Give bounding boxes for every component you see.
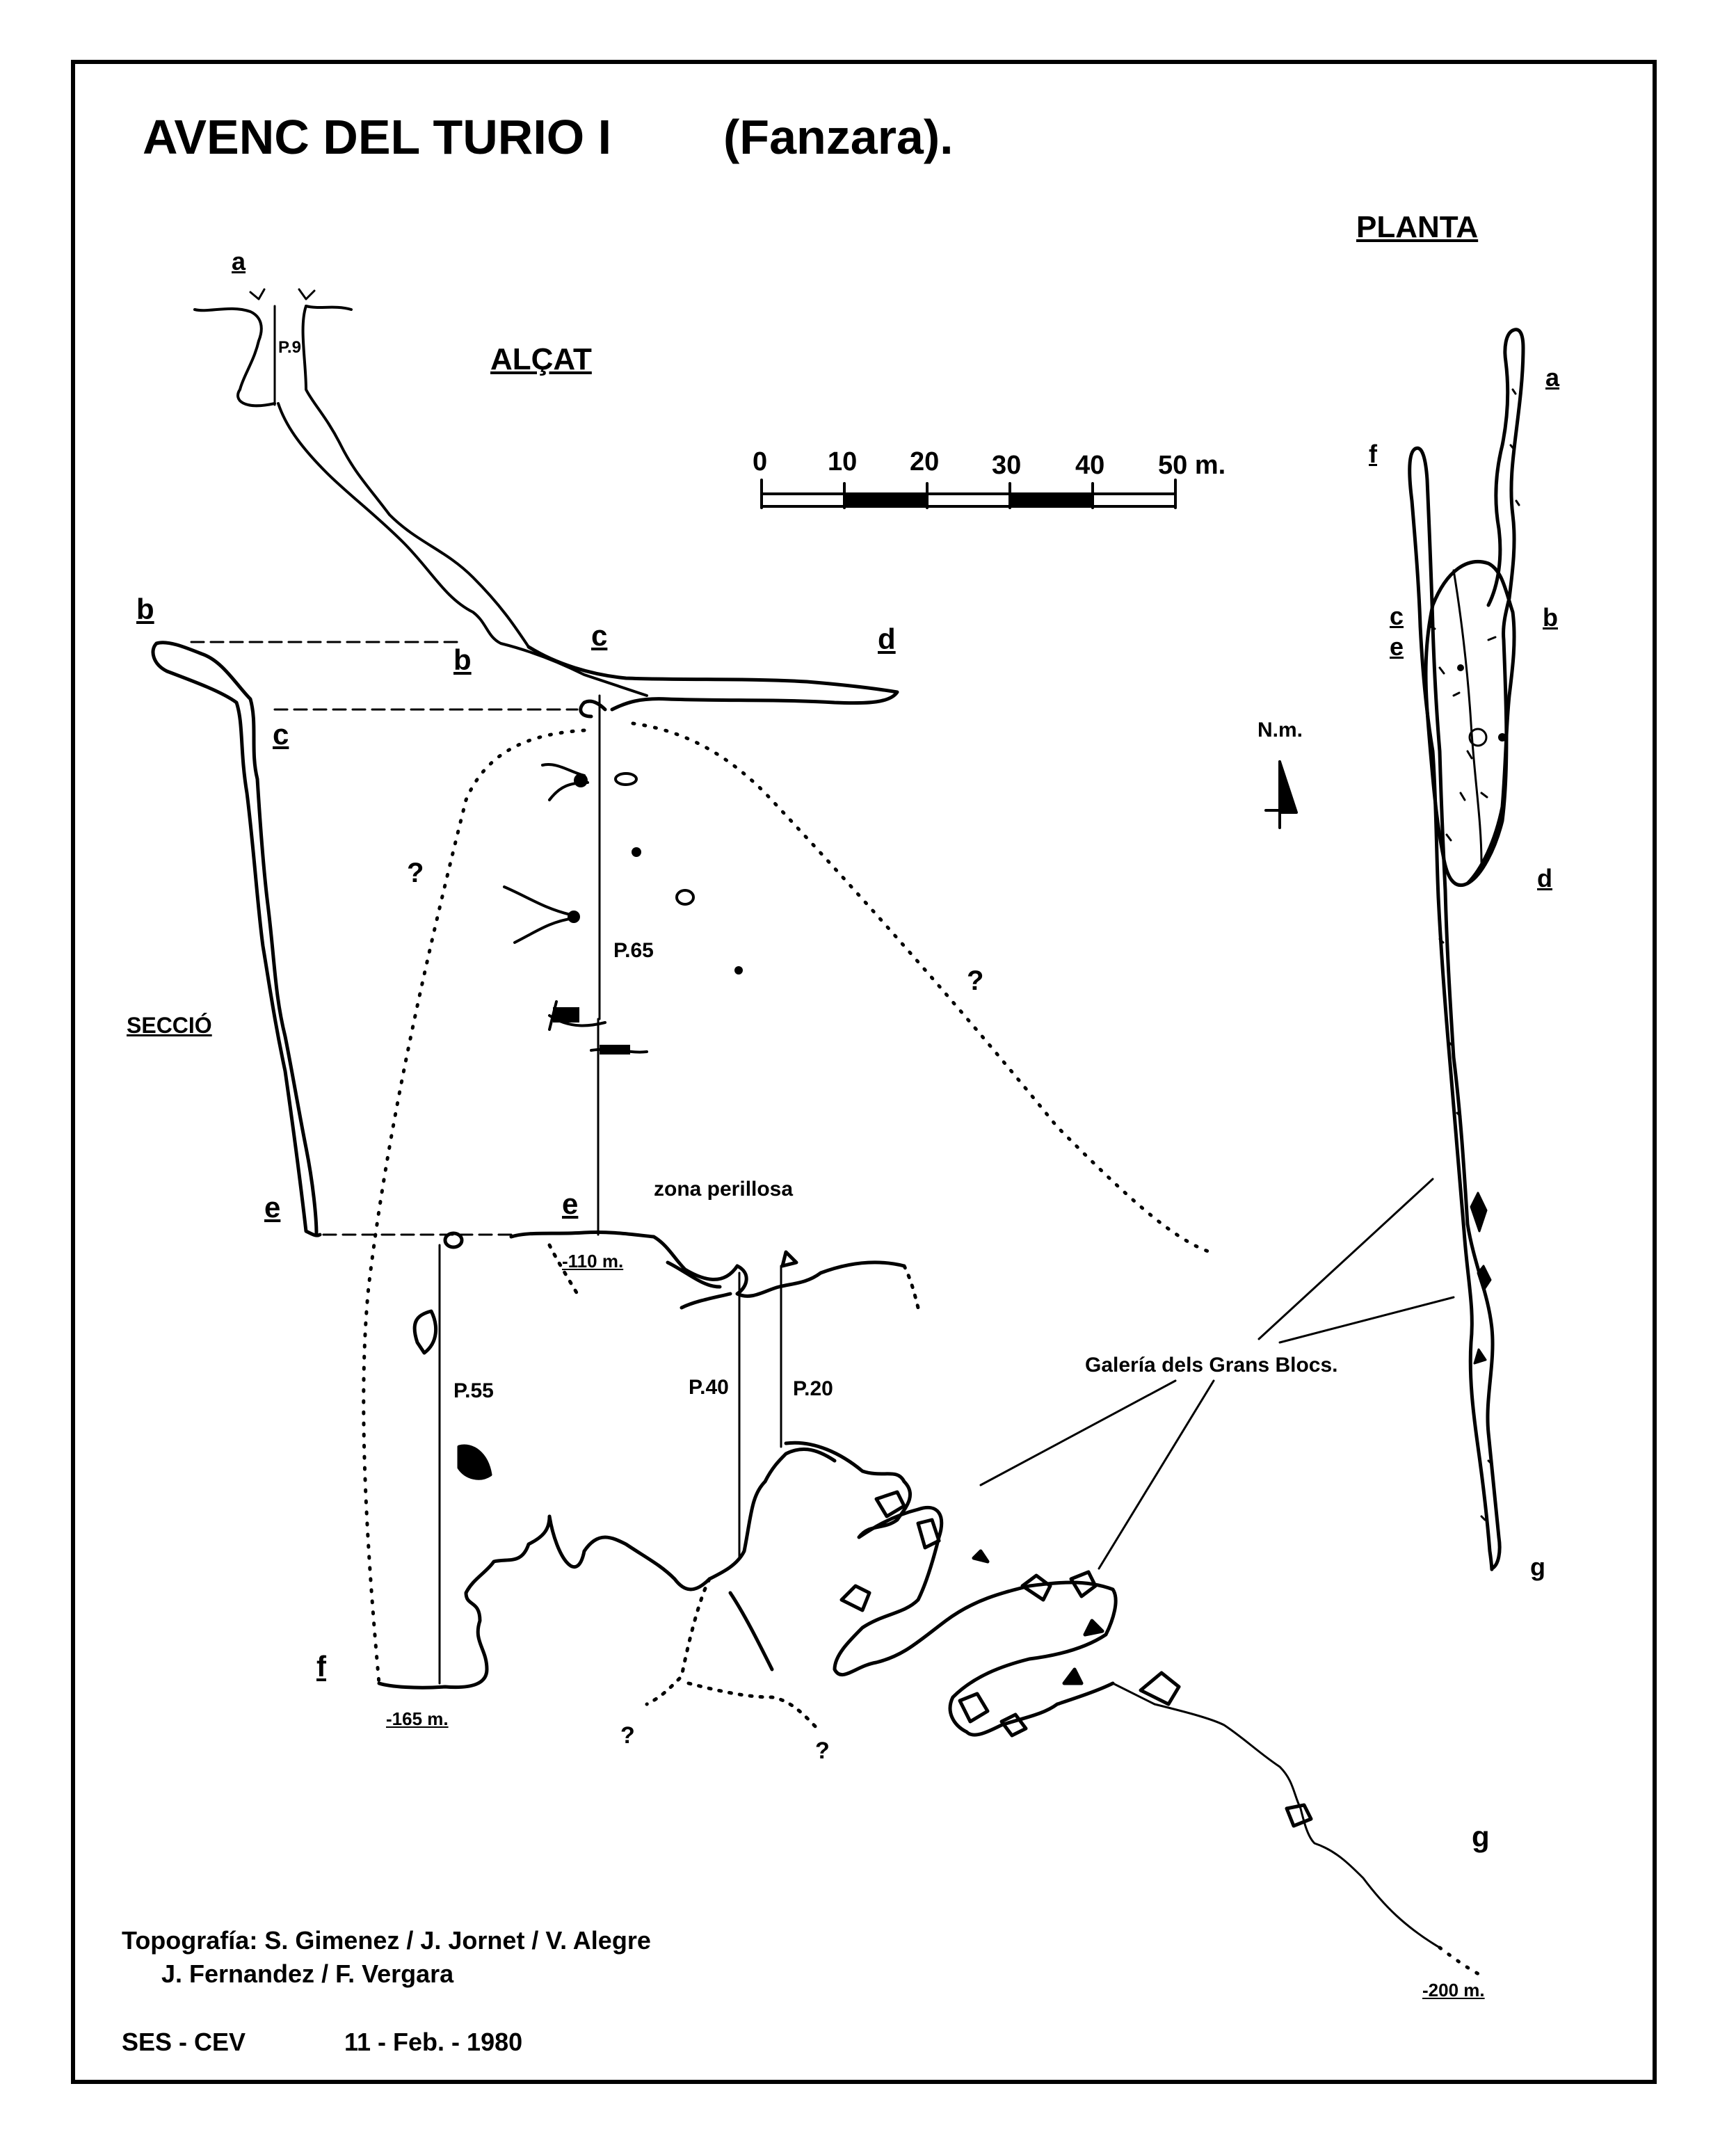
unknown-mark-left: ? bbox=[407, 858, 424, 888]
shaft-blocks bbox=[553, 773, 743, 1055]
station-g-plan: g bbox=[1530, 1553, 1545, 1581]
pitch-p40-label: P.40 bbox=[689, 1376, 729, 1399]
scale-tick-30: 30 bbox=[992, 451, 1022, 480]
unknown-mark-bottom-left: ? bbox=[620, 1722, 635, 1749]
scale-tick-40: 40 bbox=[1075, 451, 1105, 480]
depth-200-label: -200 m. bbox=[1422, 1980, 1485, 2000]
station-b-section: b bbox=[136, 593, 154, 625]
station-d-elevation: d bbox=[878, 623, 896, 655]
scale-bar bbox=[760, 479, 1177, 509]
scale-tick-50: 50 m. bbox=[1158, 451, 1226, 480]
credits-line-2: J. Fernandez / F. Vergara bbox=[161, 1959, 454, 1988]
gallery-pointer-lines bbox=[979, 1178, 1455, 1570]
station-c-elevation: c bbox=[591, 619, 608, 652]
station-e-elevation: e bbox=[562, 1187, 579, 1220]
station-b-plan: b bbox=[1543, 603, 1558, 632]
lower-galleries bbox=[377, 1230, 920, 1734]
survey-location: (Fanzara). bbox=[723, 110, 954, 164]
map-frame bbox=[71, 60, 1657, 2084]
station-f-plan: f bbox=[1369, 440, 1377, 468]
danger-zone-note: zona perillosa bbox=[654, 1178, 794, 1201]
correlation-lines bbox=[190, 641, 579, 1236]
station-e-plan: e bbox=[1390, 632, 1404, 661]
credits-date: 11 - Feb. - 1980 bbox=[344, 2028, 523, 2056]
station-e-section: e bbox=[264, 1191, 281, 1224]
elevation-heading: ALÇAT bbox=[490, 342, 592, 376]
station-c-section: c bbox=[273, 718, 289, 751]
pitch-p55-label: P.55 bbox=[453, 1379, 494, 1402]
pitch-p65-label: P.65 bbox=[613, 939, 654, 962]
scale-tick-0: 0 bbox=[753, 447, 768, 476]
galeria-grans-blocs bbox=[784, 1441, 1484, 1978]
pitch-p20-label: P.20 bbox=[793, 1377, 833, 1400]
gallery-note: Galería dels Grans Blocs. bbox=[1085, 1354, 1338, 1377]
station-a-elevation: a bbox=[232, 247, 246, 275]
depth-110-label: -110 m. bbox=[562, 1251, 624, 1272]
credits-org: SES - CEV bbox=[122, 2028, 246, 2056]
scale-tick-10: 10 bbox=[828, 447, 858, 476]
unknown-mark-bottom-right: ? bbox=[815, 1738, 830, 1764]
depth-165-label: -165 m. bbox=[386, 1708, 449, 1729]
station-a-plan: a bbox=[1545, 363, 1560, 392]
unknown-mark-right: ? bbox=[967, 965, 984, 996]
north-label: N.m. bbox=[1257, 719, 1303, 741]
station-d-plan: d bbox=[1537, 864, 1552, 892]
gallery-c-d bbox=[527, 645, 899, 719]
dotted-wall-left bbox=[362, 728, 586, 1685]
plan-heading: PLANTA bbox=[1356, 210, 1479, 244]
survey-title: AVENC DEL TURIO I bbox=[143, 110, 612, 164]
station-g-elevation: g bbox=[1472, 1820, 1490, 1853]
credits-line-1: Topografía: S. Gimenez / J. Jornet / V. … bbox=[122, 1926, 651, 1955]
pitch-p9-label: P.9 bbox=[278, 338, 301, 357]
scale-tick-20: 20 bbox=[910, 447, 940, 476]
station-b-elevation: b bbox=[453, 643, 472, 676]
north-arrow-icon bbox=[1264, 760, 1298, 829]
elevation-entrance bbox=[193, 288, 648, 697]
section-profile bbox=[151, 641, 322, 1237]
station-c-plan: c bbox=[1390, 602, 1404, 630]
dotted-wall-right bbox=[631, 721, 1212, 1254]
section-heading: SECCIÓ bbox=[127, 1013, 212, 1038]
plan-view bbox=[1408, 328, 1525, 1571]
station-f-elevation: f bbox=[316, 1650, 326, 1683]
